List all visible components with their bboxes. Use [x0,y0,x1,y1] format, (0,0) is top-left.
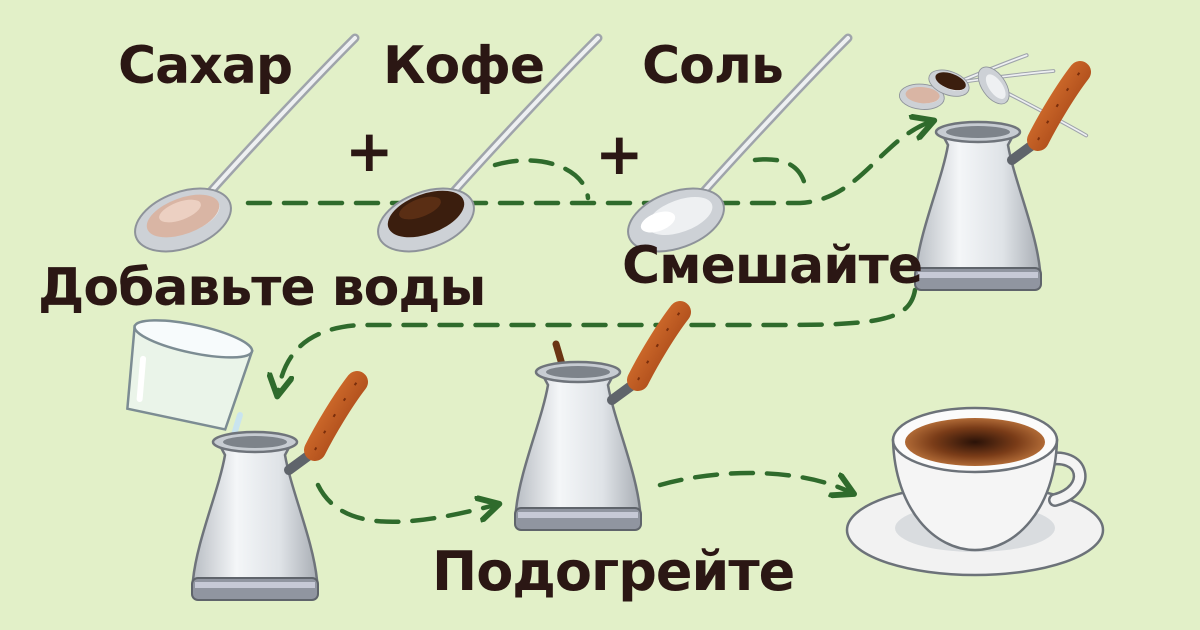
step-add-water-label: Добавьте воды [38,258,486,318]
water-glass [126,319,254,431]
cezve-heat [515,312,680,530]
salt-spoon [619,38,848,263]
arrow-ingredients-line [245,122,930,206]
arrow-to-cup [657,470,850,492]
step-mix-label: Смешайте [622,236,923,296]
arrow-to-heat [315,482,495,524]
coffee-cup [845,406,1105,577]
plus-sign-1: + [345,117,394,185]
step-heat-label: Подогрейте [432,540,795,603]
sugar-spoon [126,38,355,263]
coffee-spoon [369,38,598,263]
plus-sign-2: + [595,120,644,188]
arrow-coffee-hop [492,158,591,201]
coffee-label: Кофе [383,36,545,96]
arrow-to-water [278,287,918,392]
sugar-label: Сахар [118,36,293,96]
arrow-salt-hop [752,157,809,193]
salt-label: Соль [642,36,784,96]
flow-arrows [245,122,930,524]
falling-spoons [891,7,1089,162]
